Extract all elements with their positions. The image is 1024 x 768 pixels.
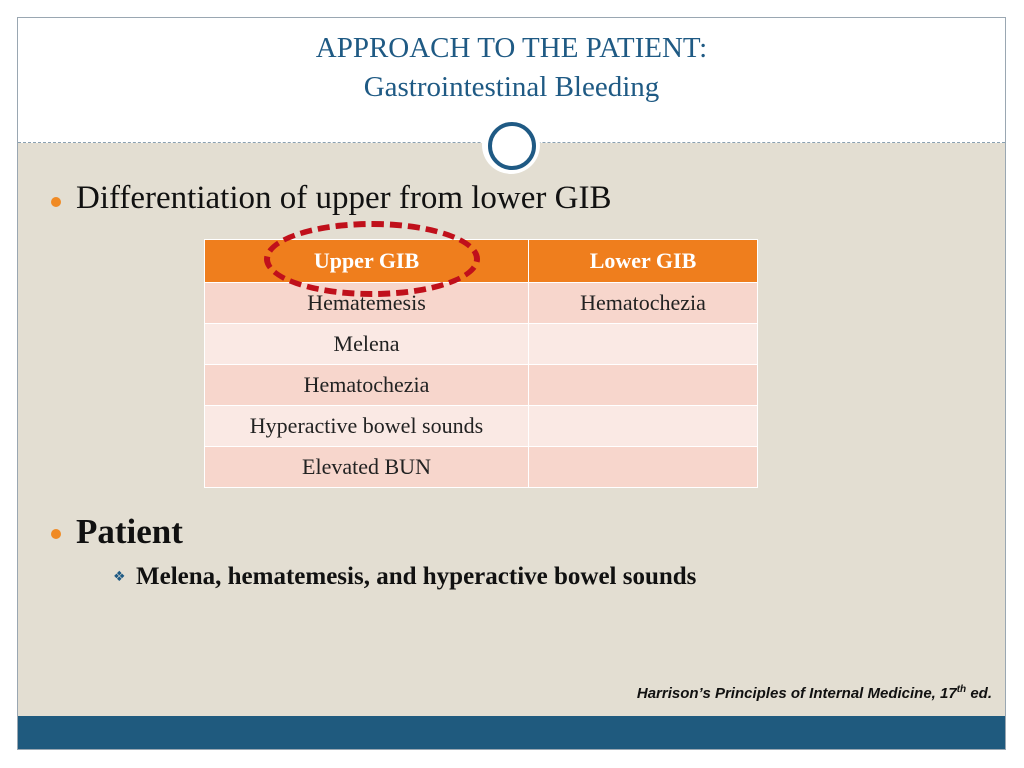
- table-cell: [528, 405, 758, 447]
- orange-dot-bullet-icon: [51, 197, 61, 207]
- bullet-patient: Patient: [76, 512, 183, 551]
- table-cell: Hematochezia: [204, 364, 529, 406]
- slide-subtitle: Gastrointestinal Bleeding: [363, 71, 660, 103]
- bullet-differentiation: Differentiation of upper from lower GIB: [76, 180, 612, 216]
- orange-dot-bullet-icon: [51, 529, 61, 539]
- table-cell: Hyperactive bowel sounds: [204, 405, 529, 447]
- table-row: Elevated BUN: [204, 446, 758, 488]
- citation-superscript: th: [956, 684, 967, 695]
- citation: Harrison’s Principles of Internal Medici…: [637, 684, 992, 702]
- citation-text: Harrison’s Principles of Internal Medici…: [636, 685, 957, 702]
- table-cell: [528, 446, 758, 488]
- footer-bar: [18, 716, 1005, 749]
- sub-bullet-findings: Melena, hematemesis, and hyperactive bow…: [136, 563, 697, 590]
- x-star-bullet-icon: ❖: [113, 569, 126, 585]
- table-row: Hyperactive bowel sounds: [204, 405, 758, 447]
- slide-title: APPROACH TO THE PATIENT:: [315, 32, 708, 64]
- highlight-oval-annotation: [264, 221, 480, 297]
- table-cell: [528, 323, 758, 365]
- table-row: Melena: [204, 323, 758, 365]
- header-lower-gib: Lower GIB: [528, 239, 758, 283]
- table-cell: Melena: [204, 323, 529, 365]
- table-cell: [528, 364, 758, 406]
- citation-suffix: ed.: [966, 685, 992, 702]
- table-cell: Elevated BUN: [204, 446, 529, 488]
- table-cell: Hematochezia: [528, 282, 758, 324]
- table-row: Hematochezia: [204, 364, 758, 406]
- table-row: Hematemesis Hematochezia: [204, 282, 758, 324]
- ring-icon: [488, 122, 536, 170]
